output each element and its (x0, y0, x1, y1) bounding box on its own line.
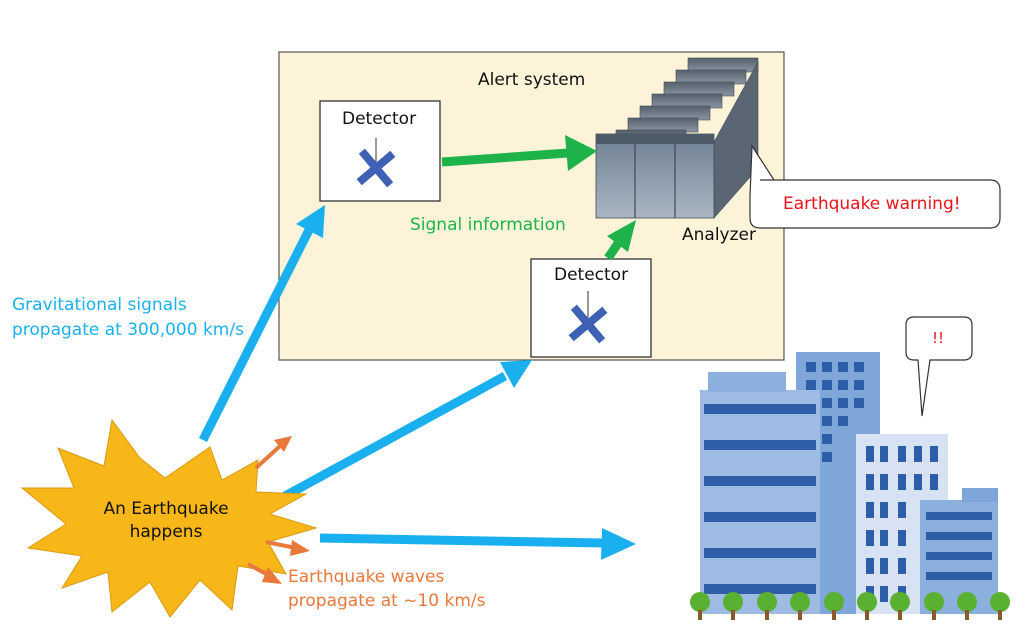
signal-information-label: Signal information (410, 215, 566, 235)
signal-arrow-horizontal (441, 135, 597, 171)
analyzer-server-icon (595, 57, 759, 219)
detector-bottom-label: Detector (554, 265, 628, 285)
gravitational-label-line1: Gravitational signals (12, 295, 187, 315)
waves-label-line2: propagate at ~10 km/s (288, 591, 486, 611)
earthquake-burst (20, 418, 318, 618)
alert-system-title: Alert system (478, 70, 585, 90)
waves-label-line1: Earthquake waves (288, 567, 445, 587)
earthquake-line1: An Earthquake (103, 499, 228, 519)
wave-arrow-right (265, 540, 310, 556)
detector-bottom-icon (568, 304, 608, 344)
warning-text: Earthquake warning! (783, 194, 961, 214)
gravity-arrow-to-top-detector (198, 205, 325, 443)
gravitational-label-line2: propagate at 300,000 km/s (12, 320, 244, 340)
detector-top-icon (356, 148, 396, 188)
gravity-arrow-to-bottom-detector (271, 360, 532, 506)
detector-top-label: Detector (342, 109, 416, 129)
building-bubble-text: !! (932, 329, 944, 347)
building-bubble (905, 316, 973, 417)
gravity-arrow-to-city (319, 528, 636, 560)
detector-top (319, 100, 441, 202)
signal-arrow-vertical (604, 220, 636, 261)
city-buildings (700, 352, 998, 614)
detector-bottom (530, 258, 652, 358)
analyzer-label: Analyzer (682, 225, 756, 245)
warning-bubble (749, 144, 1001, 229)
wave-arrow-down (247, 562, 282, 584)
wave-arrow-up (254, 436, 292, 470)
trees-row (690, 592, 1010, 620)
wave-arrows (247, 436, 310, 584)
earthquake-line2: happens (130, 522, 203, 542)
